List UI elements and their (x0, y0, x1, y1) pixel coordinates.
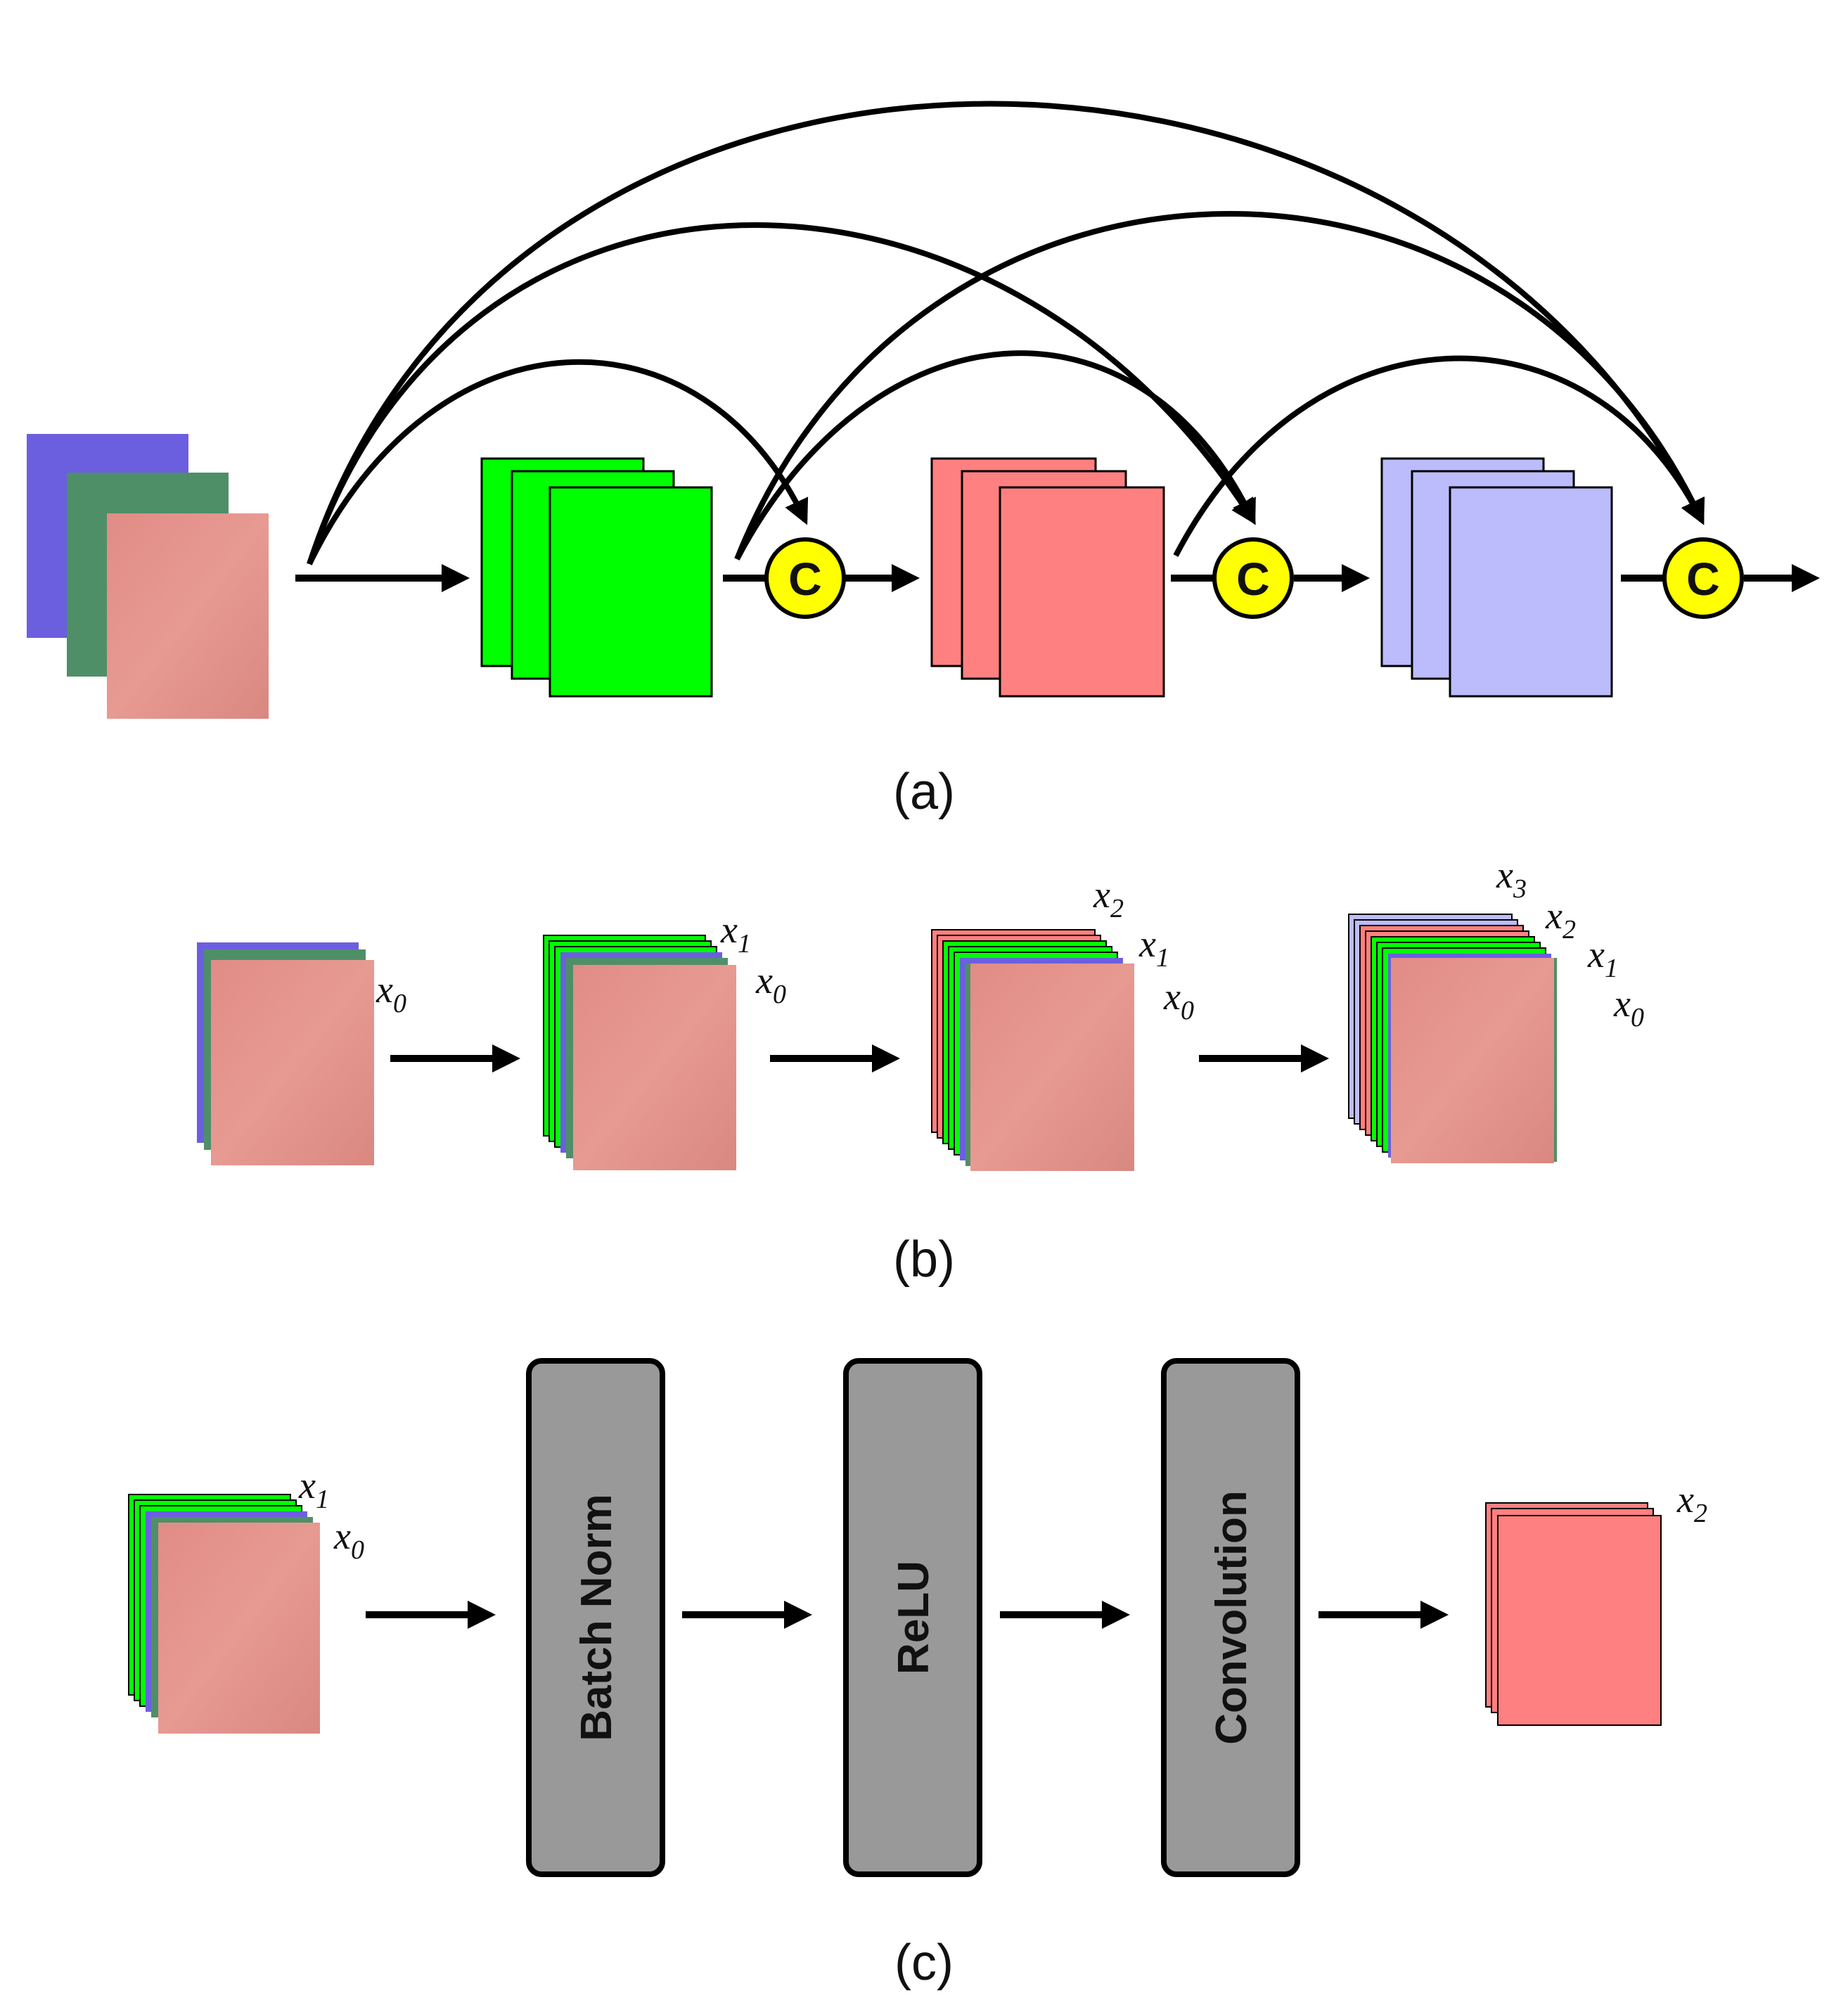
label-x1: x1 (298, 1464, 329, 1514)
panel-c: x1 x0 Batch Norm ReLU Convolution x2 (128, 1358, 1707, 1991)
feature-stack-red (930, 457, 1165, 698)
layer-skin (970, 964, 1134, 1171)
layer-skin (573, 965, 736, 1170)
concat-symbol: C (788, 553, 822, 605)
feature-stack-lavender (1380, 457, 1613, 698)
skip-input-to-concat2 (307, 222, 1256, 565)
label-x0: x0 (376, 968, 406, 1018)
block-label-batch-norm: Batch Norm (572, 1494, 621, 1741)
concat-symbol: C (1236, 553, 1270, 605)
skip-green-to-concat3 (734, 210, 1705, 561)
block-convolution: Convolution (1161, 1358, 1300, 1877)
input-stack-c: x1 x0 (128, 1464, 364, 1734)
feature-stack-green (480, 457, 713, 698)
label-x1: x1 (720, 909, 751, 959)
label-x2: x2 (1676, 1478, 1707, 1528)
layer-skin (211, 960, 374, 1165)
label-x0: x0 (1163, 975, 1194, 1025)
label-x2: x2 (1093, 873, 1124, 923)
input-channel-skin (107, 513, 269, 719)
concat-symbol: C (1686, 553, 1720, 605)
layer-skin (1391, 958, 1554, 1163)
concat-node-1: C (764, 537, 846, 619)
skip-input-to-concat1 (307, 359, 809, 565)
output-stack-c: x2 (1485, 1478, 1707, 1726)
block-relu: ReLU (843, 1358, 982, 1877)
label-x2: x2 (1545, 895, 1576, 945)
concat-circle (764, 537, 846, 619)
label-x3: x3 (1496, 854, 1527, 904)
block-label-convolution: Convolution (1207, 1490, 1256, 1745)
concat-node-2: C (1212, 537, 1294, 619)
concat-node-3: C (1662, 537, 1744, 619)
skip-input-to-concat3 (307, 101, 1705, 565)
layer-red (1497, 1515, 1662, 1726)
feature-map (1449, 486, 1613, 698)
layer-skin (158, 1523, 320, 1734)
stack-stage-0: x0 (197, 942, 406, 1165)
input-image-stack (27, 434, 269, 719)
stack-stage-3: x3 x2 x1 x0 (1348, 854, 1644, 1163)
block-label-relu: ReLU (890, 1561, 938, 1675)
panel-b: x0 x1 x0 x2 x1 x0 (197, 854, 1644, 1288)
stack-stage-2: x2 x1 x0 (931, 873, 1194, 1171)
concat-circle (1212, 537, 1294, 619)
feature-map (548, 486, 713, 698)
label-x1: x1 (1587, 933, 1618, 983)
label-x0: x0 (1613, 982, 1644, 1032)
feature-map (999, 486, 1165, 698)
caption-a: (a) (893, 764, 955, 820)
skip-red-to-concat3 (1173, 355, 1705, 557)
label-x0: x0 (755, 959, 786, 1009)
block-rect (843, 1358, 982, 1877)
skip-connections (307, 101, 1705, 565)
concat-circle (1662, 537, 1744, 619)
stack-stage-1: x1 x0 (543, 909, 786, 1170)
skip-green-to-concat2 (734, 350, 1256, 561)
block-rect (526, 1358, 665, 1877)
block-batch-norm: Batch Norm (526, 1358, 665, 1877)
block-rect (1161, 1358, 1300, 1877)
label-x1: x1 (1138, 923, 1169, 973)
panel-a: C C C (a) (27, 101, 1820, 820)
caption-c: (c) (894, 1935, 954, 1991)
caption-b: (b) (893, 1231, 955, 1288)
label-x0: x0 (333, 1515, 364, 1565)
